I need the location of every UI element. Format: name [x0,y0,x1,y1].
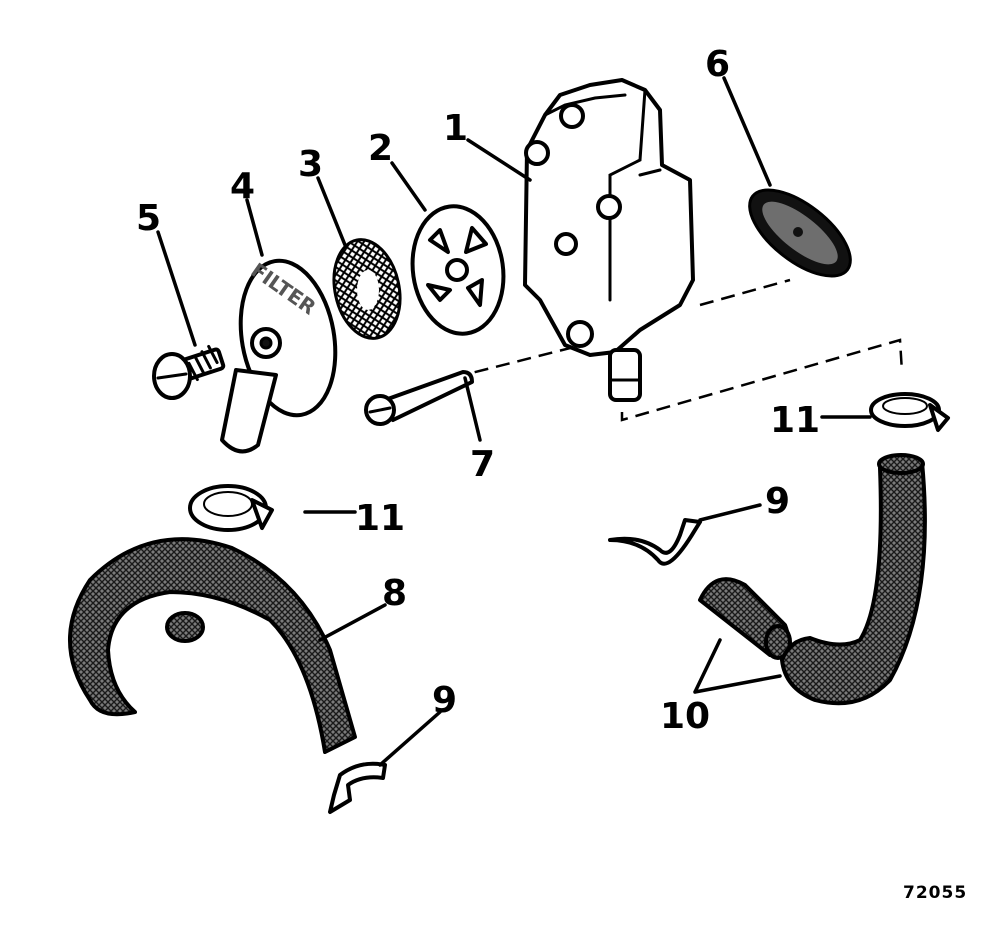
part-11-clamp-right [869,392,950,432]
part-10-elbow-hose [780,453,927,706]
callout-2: 2 [368,128,393,169]
part-4-filter-cover: FILTER [220,258,338,454]
callout-8: 8 [382,573,407,614]
callout-1: 1 [443,108,468,149]
callout-5: 5 [136,198,161,239]
part-9-clip-right [608,518,702,566]
callout-3: 3 [298,144,323,185]
callout-9-upper: 9 [765,481,790,522]
part-11-clamp-left [188,484,274,532]
callout-10: 10 [660,696,710,737]
part-6-gasket [748,188,852,278]
callout-labels: 1 2 3 4 5 6 7 8 9 9 10 11 11 [136,44,820,737]
part-10-short-hose [698,577,792,660]
callout-11-right: 11 [770,400,820,441]
figure-number: 72055 [903,883,967,903]
callout-4: 4 [230,166,255,207]
part-7-pin [364,370,474,426]
part-1-pump-body [523,78,695,402]
part-3-filter-screen [332,238,402,340]
callout-6: 6 [705,44,730,85]
callout-7: 7 [470,444,495,485]
callout-11-left: 11 [355,498,405,539]
part-8-fuel-hose [68,537,357,754]
callout-9-lower: 9 [432,680,457,721]
part-2-filter-plate [410,204,506,336]
part-5-screw [152,344,226,400]
leader-lines [156,76,872,767]
part-9-clip-left [328,761,387,814]
